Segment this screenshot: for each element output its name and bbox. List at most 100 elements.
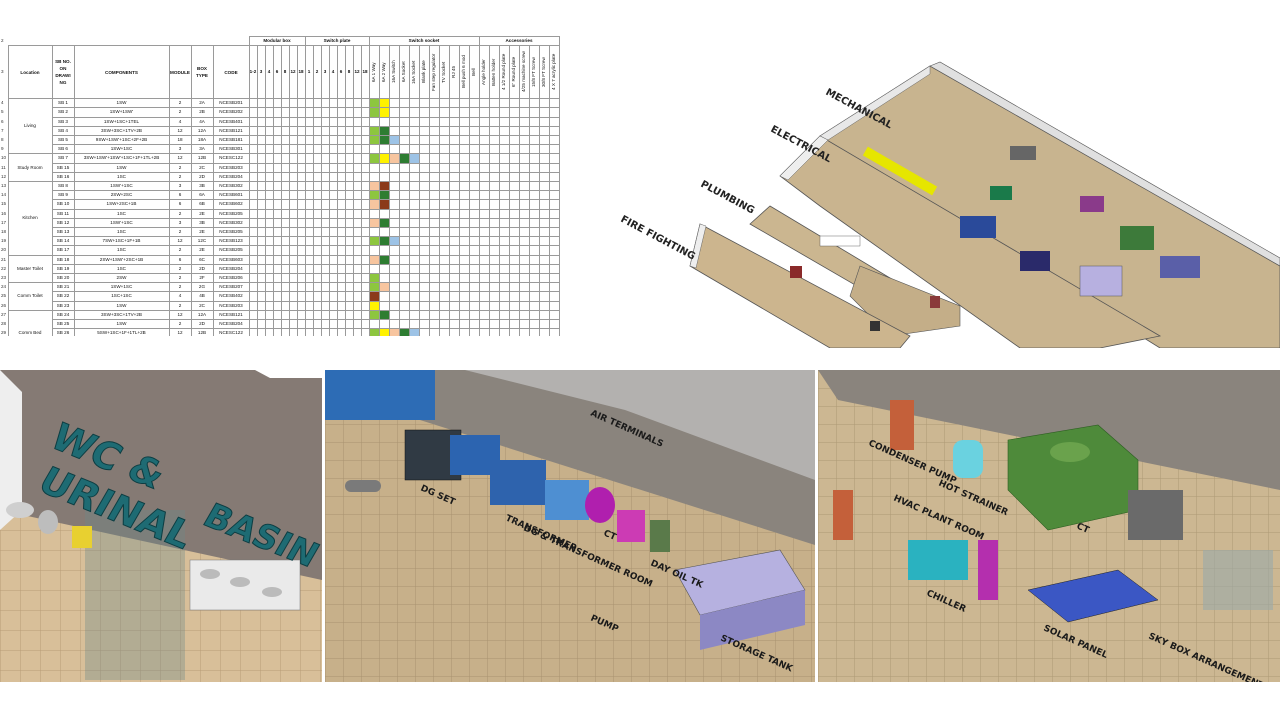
cell-mod: 6 [168, 254, 192, 265]
cell-qty [256, 199, 266, 210]
cell-qty [272, 162, 282, 173]
cell-qty [428, 162, 440, 173]
cell-qty [498, 190, 510, 201]
cell-qty [248, 98, 258, 109]
cell-sb: SB 18 [51, 254, 75, 265]
cell-qty [328, 98, 338, 109]
cell-sb: SB 3 [51, 116, 75, 127]
cell-qty [508, 116, 520, 127]
cell-comp: 1SW+1SC [73, 144, 170, 155]
location-cell: Master Toilet [7, 254, 53, 284]
cell-qty [408, 236, 420, 247]
cell-qty [360, 181, 370, 192]
mechanical-strip [819, 61, 1280, 348]
cell-qty [408, 98, 420, 109]
cell-qty [256, 116, 266, 127]
cell-comp: 2SW+2SC [73, 190, 170, 201]
cell-qty [320, 153, 330, 164]
cell-qty [344, 116, 354, 127]
cell-qty [352, 282, 362, 293]
ct-shape [585, 487, 615, 523]
cell-qty [458, 135, 470, 146]
cell-qty [296, 236, 306, 247]
cell-comp: 2SW [73, 273, 170, 284]
firefighting-strip [689, 223, 911, 348]
cell-qty [458, 153, 470, 164]
cell-qty [538, 282, 550, 293]
cell-qty [388, 181, 400, 192]
cell-qty [378, 125, 390, 137]
cell-qty [438, 273, 450, 284]
cell-mod: 2 [168, 300, 192, 311]
cell-qty [280, 162, 290, 173]
cell-qty [328, 116, 338, 127]
cell-qty [336, 135, 346, 146]
cell-box: 18A [190, 135, 214, 146]
cell-qty [336, 254, 346, 265]
cell-qty [518, 153, 530, 164]
cell-qty [296, 116, 306, 127]
cell-qty [336, 116, 346, 127]
cell-qty [528, 282, 540, 293]
cell-qty [272, 236, 282, 247]
cell-qty [548, 116, 560, 127]
cell-box: 12B [190, 328, 214, 336]
cell-qty [408, 208, 420, 219]
cell-qty [498, 263, 510, 275]
cell-qty [312, 227, 322, 238]
chiller-shape [908, 540, 968, 580]
cell-comp: 1SC [73, 227, 170, 238]
cell-qty [352, 319, 362, 330]
header-plate-col: 8 [344, 45, 354, 100]
cell-qty [344, 254, 354, 265]
cell-qty [328, 181, 338, 192]
hvac-svg: HVAC PLANT ROOM CT CHILLER SOLAR PANEL S… [818, 370, 1280, 682]
cell-qty [378, 245, 390, 256]
cell-qty [312, 263, 322, 275]
cell-qty [468, 217, 480, 229]
header-module: MODULE [168, 45, 192, 100]
header-socket-label: Bell push 6 mod [460, 55, 466, 89]
cell-qty [488, 300, 500, 311]
cell-qty [438, 217, 450, 229]
cell-qty [320, 171, 330, 183]
cell-qty [428, 245, 440, 256]
cell-qty [448, 227, 460, 238]
cell-qty [256, 107, 266, 118]
cell-qty [288, 135, 298, 146]
cell-qty [418, 199, 430, 210]
cell-qty [288, 153, 298, 164]
cell-qty [518, 245, 530, 256]
cell-qty [388, 273, 400, 284]
cell-qty [428, 125, 440, 137]
location-cell: Living [7, 98, 53, 155]
cell-comp: 7SW+1SC+1F+1B [73, 236, 170, 247]
cell-qty [256, 319, 266, 330]
cell-qty [488, 171, 500, 183]
cell-comp: 1SW'+1SC [73, 217, 170, 229]
cell-qty [508, 181, 520, 192]
cell-qty [528, 254, 540, 265]
cell-qty [288, 319, 298, 330]
cell-qty [538, 309, 550, 321]
cell-qty [256, 309, 266, 321]
cell-qty [438, 116, 450, 127]
cell-qty [272, 291, 282, 302]
cell-qty [272, 144, 282, 155]
cell-qty [328, 300, 338, 311]
cell-qty [388, 291, 400, 302]
header-plate-col: 2 [312, 45, 322, 100]
cell-qty [418, 171, 430, 183]
cell-qty [378, 273, 390, 284]
cell-qty [418, 227, 430, 238]
cell-qty [488, 273, 500, 284]
cell-sb: SB 19 [51, 263, 75, 275]
cell-qty [352, 144, 362, 155]
header-socket-col: TV Socket [438, 45, 450, 100]
header-accessory-col: 6" Round plate [508, 45, 520, 100]
cell-sb: SB 22 [51, 291, 75, 302]
cell-qty [280, 273, 290, 284]
cell-qty [548, 236, 560, 247]
cell-qty [548, 135, 560, 146]
